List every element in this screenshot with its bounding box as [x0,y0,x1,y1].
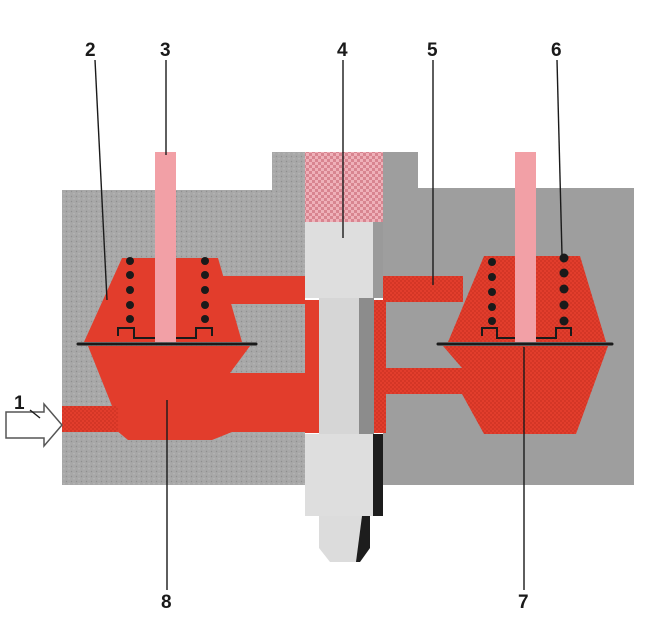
spring-dot [488,303,496,311]
callout-3: 3 [160,40,171,61]
spool-right-channel [374,300,386,433]
spring-dot [126,257,134,265]
springs [126,253,569,326]
spring-dot [488,288,496,296]
spool-stem-shadow [359,298,374,434]
leader-6 [556,59,563,256]
spring-dot [201,286,209,294]
spring-dot [488,317,496,325]
callout-7: 7 [518,592,529,613]
spring-dot [488,273,496,281]
spring-dot [559,300,569,310]
spool-lower-land [305,434,373,516]
spool-left-channel [305,300,319,433]
lower-left-chamber [62,346,305,440]
callout-8: 8 [161,592,172,613]
right-seat-a [481,327,515,339]
leader-2 [94,59,108,301]
spring-dot [126,315,134,323]
left-seat-b [176,327,213,339]
lower-right-chamber [386,346,608,434]
callout-5: 5 [427,40,438,61]
callout-1: 1 [14,393,25,414]
spring-dot [201,301,209,309]
right-stem [515,152,536,342]
spool-lower-land-edge [373,434,383,516]
callout-4: 4 [337,40,348,61]
spool-tip-shadow [356,516,370,562]
spring-dot [201,315,209,323]
spring-dot [126,301,134,309]
left-stem-3 [155,152,176,342]
callout-6: 6 [551,40,562,61]
spool-cap [305,152,383,222]
right-seat-b [536,327,572,339]
spring-dot [126,286,134,294]
leader-lines [29,59,563,590]
spool-tip [319,516,370,562]
spring-dot [488,258,496,266]
inlet-passage [62,406,118,432]
callout-2: 2 [85,40,96,61]
spring-seats [117,327,572,339]
spool-upper-land-edge [373,222,383,298]
right-passage-5 [383,276,463,302]
spring-dot [201,257,209,265]
spring-dot [559,268,569,278]
valve-stems [155,152,536,342]
spool-upper-land [305,222,373,298]
spool-4 [305,152,383,562]
spool-stem [319,298,359,434]
spring-dot [559,253,569,263]
spring-dot [126,271,134,279]
spring-dot [559,284,569,294]
leader-1 [29,409,41,419]
upper-link-passage [215,276,305,304]
spring-dot [201,271,209,279]
spring-dot [559,316,569,326]
inlet-arrow-icon [5,401,63,449]
callouts: 1 2 3 4 5 6 7 8 [14,40,562,613]
left-seat-a [117,327,155,339]
